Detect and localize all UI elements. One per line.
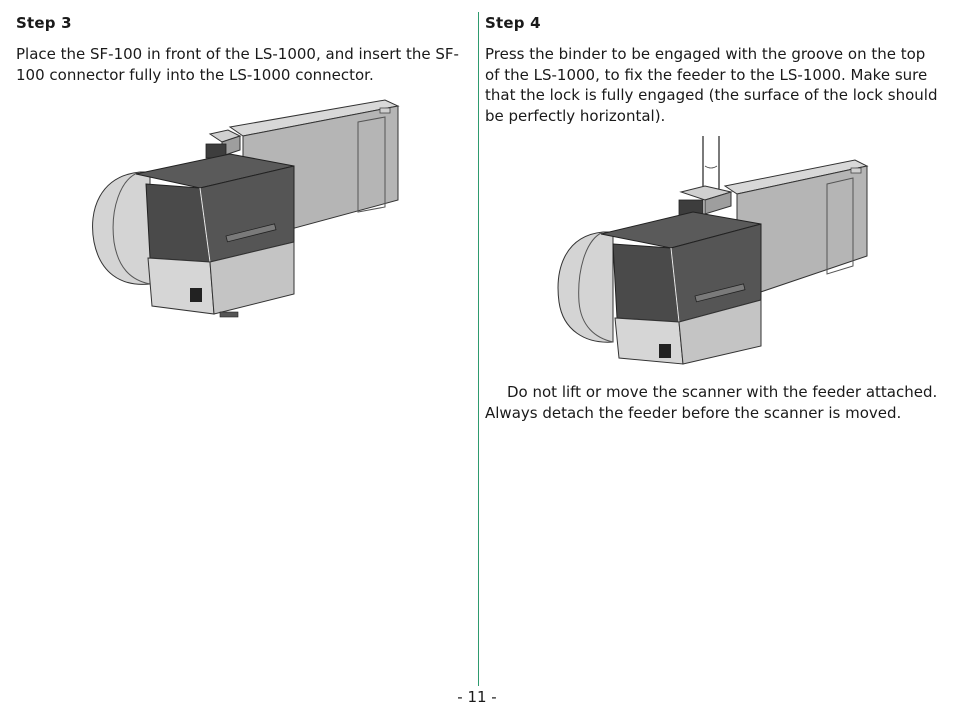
step-3-title: Step 3: [16, 14, 72, 32]
step-3-instructions: Place the SF-100 in front of the LS-1000…: [16, 45, 459, 84]
step-4-title: Step 4: [485, 14, 541, 32]
step-3-scanner-feeder-illustration: [92, 99, 400, 318]
step-4-pressing-binder-illustration: [557, 136, 869, 365]
handling-caution-note: Do not lift or move the scanner with the…: [485, 383, 938, 422]
page-number: - 11 -: [457, 688, 497, 706]
column-divider: [478, 12, 479, 686]
step-4-instructions: Press the binder to be engaged with the …: [485, 45, 938, 125]
